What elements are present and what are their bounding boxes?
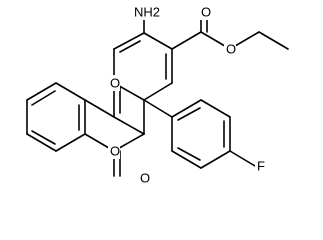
- atom-label-ester-carbonyl-oxygen: O: [201, 5, 211, 20]
- bond: [177, 147, 201, 161]
- bond: [55, 133, 86, 152]
- bond: [229, 150, 256, 167]
- bond: [177, 107, 201, 121]
- bond: [171, 99, 202, 118]
- bond: [26, 133, 57, 152]
- atom-label-lactone-ring-oxygen: O: [110, 144, 120, 159]
- atom-label-ring-oxygen: O: [110, 76, 120, 91]
- bond: [143, 99, 173, 118]
- bond: [200, 99, 231, 118]
- bond: [171, 150, 202, 169]
- bond: [55, 82, 86, 101]
- atom-labels: NH2 O O O O O F: [108, 4, 267, 186]
- bond-lines: [26, 11, 289, 177]
- bond: [119, 40, 141, 53]
- bond: [258, 31, 289, 50]
- bond: [31, 90, 56, 106]
- bond: [26, 82, 57, 101]
- atom-label-fluorine: F: [257, 159, 265, 174]
- bond: [171, 31, 202, 50]
- atom-label-amino: NH2: [134, 5, 160, 20]
- bond: [84, 99, 115, 118]
- bond: [143, 32, 173, 50]
- bond: [31, 130, 56, 145]
- bond: [200, 150, 231, 169]
- chemical-structure-diagram: NH2 O O O O O F: [26, 4, 289, 186]
- bond: [113, 32, 145, 50]
- atom-label-ester-ether-oxygen: O: [226, 42, 236, 57]
- bond: [113, 116, 145, 135]
- bond: [143, 82, 173, 101]
- atom-label-lactone-carbonyl-oxygen: O: [140, 171, 150, 186]
